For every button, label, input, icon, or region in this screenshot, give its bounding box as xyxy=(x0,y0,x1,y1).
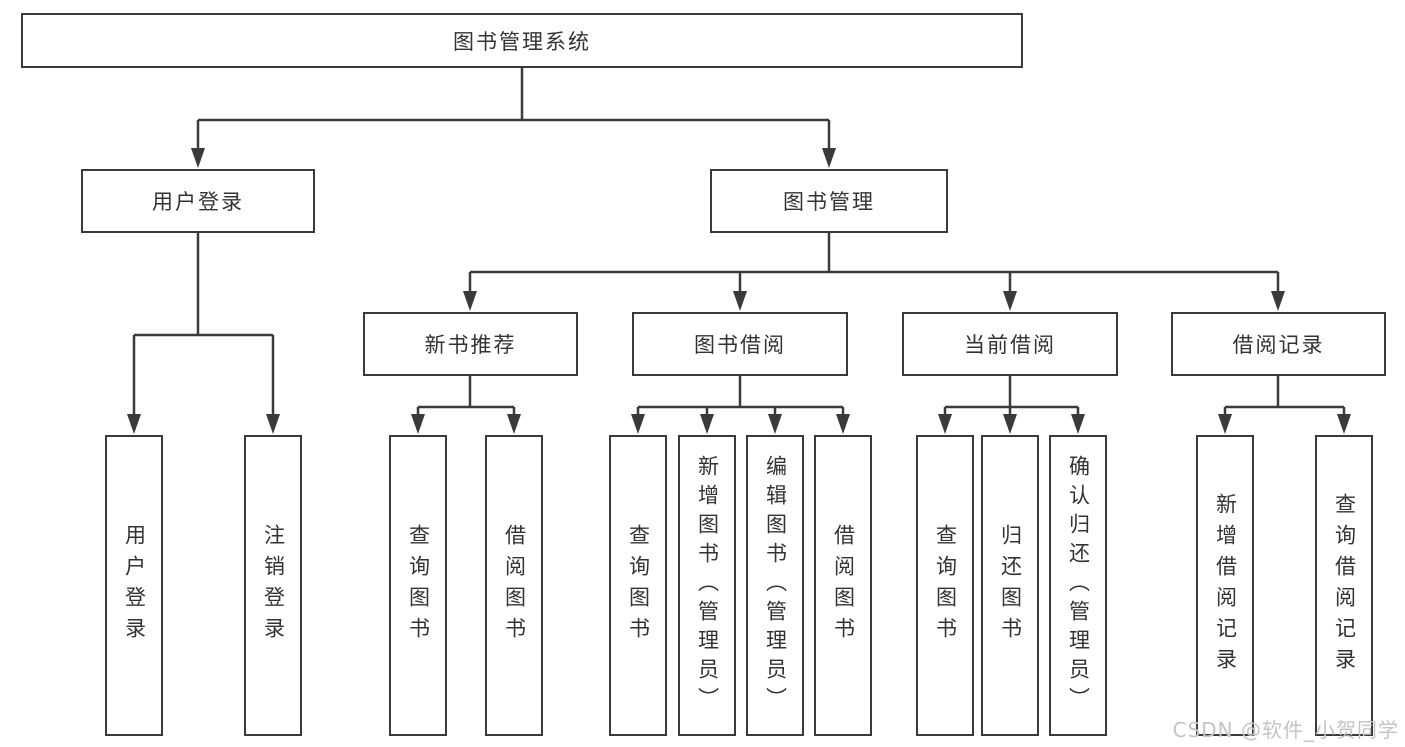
node-current-borrowing: 当前借阅 xyxy=(902,312,1118,376)
leaf-query-books-current: 查询图书 xyxy=(916,435,974,736)
node-book-borrowing: 图书借阅 xyxy=(632,312,848,376)
leaf-user-login: 用户登录 xyxy=(105,435,163,736)
leaf-add-books-admin: 新增图书（管理员） xyxy=(678,435,736,736)
leaf-edit-books-admin: 编辑图书（管理员） xyxy=(746,435,804,736)
leaf-borrow-books: 借阅图书 xyxy=(814,435,872,736)
arrowheads-level2 xyxy=(191,148,836,168)
node-user-login-module: 用户登录 xyxy=(81,169,315,233)
leaf-query-books-recommend: 查询图书 xyxy=(389,435,447,736)
leaf-logout: 注销登录 xyxy=(244,435,302,736)
node-new-book-recommend-label: 新书推荐 xyxy=(424,333,517,357)
node-user-login-label: 用户登录 xyxy=(152,190,244,214)
node-root-label: 图书管理系统 xyxy=(453,29,591,54)
connector-user-login-children xyxy=(132,233,275,416)
connector-section-children xyxy=(416,376,1346,416)
arrowheads-leaves xyxy=(411,414,1351,434)
node-borrowing-records-label: 借阅记录 xyxy=(1232,333,1325,357)
node-book-management-label: 图书管理 xyxy=(783,190,875,214)
leaf-add-borrow-record: 新增借阅记录 xyxy=(1196,435,1254,736)
arrowheads-sections xyxy=(463,291,1285,311)
connector-root-to-level2 xyxy=(196,68,831,150)
node-book-management: 图书管理 xyxy=(710,169,948,233)
node-current-borrowing-label: 当前借阅 xyxy=(964,333,1056,357)
leaf-return-books: 归还图书 xyxy=(981,435,1039,736)
arrowheads-user-login-children xyxy=(127,414,280,434)
leaf-query-borrow-record: 查询借阅记录 xyxy=(1315,435,1373,736)
node-root-system: 图书管理系统 xyxy=(21,13,1023,68)
node-borrowing-records: 借阅记录 xyxy=(1171,312,1386,376)
leaf-query-books-borrowing: 查询图书 xyxy=(609,435,667,736)
leaf-borrow-books-recommend: 借阅图书 xyxy=(485,435,543,736)
csdn-watermark: CSDN @软件_小贺同学 xyxy=(1172,718,1399,742)
connector-book-mgmt-to-sections xyxy=(468,233,1280,293)
node-book-borrowing-label: 图书借阅 xyxy=(694,333,786,357)
leaf-confirm-return-admin: 确认归还（管理员） xyxy=(1049,435,1107,736)
node-new-book-recommend: 新书推荐 xyxy=(363,312,578,376)
